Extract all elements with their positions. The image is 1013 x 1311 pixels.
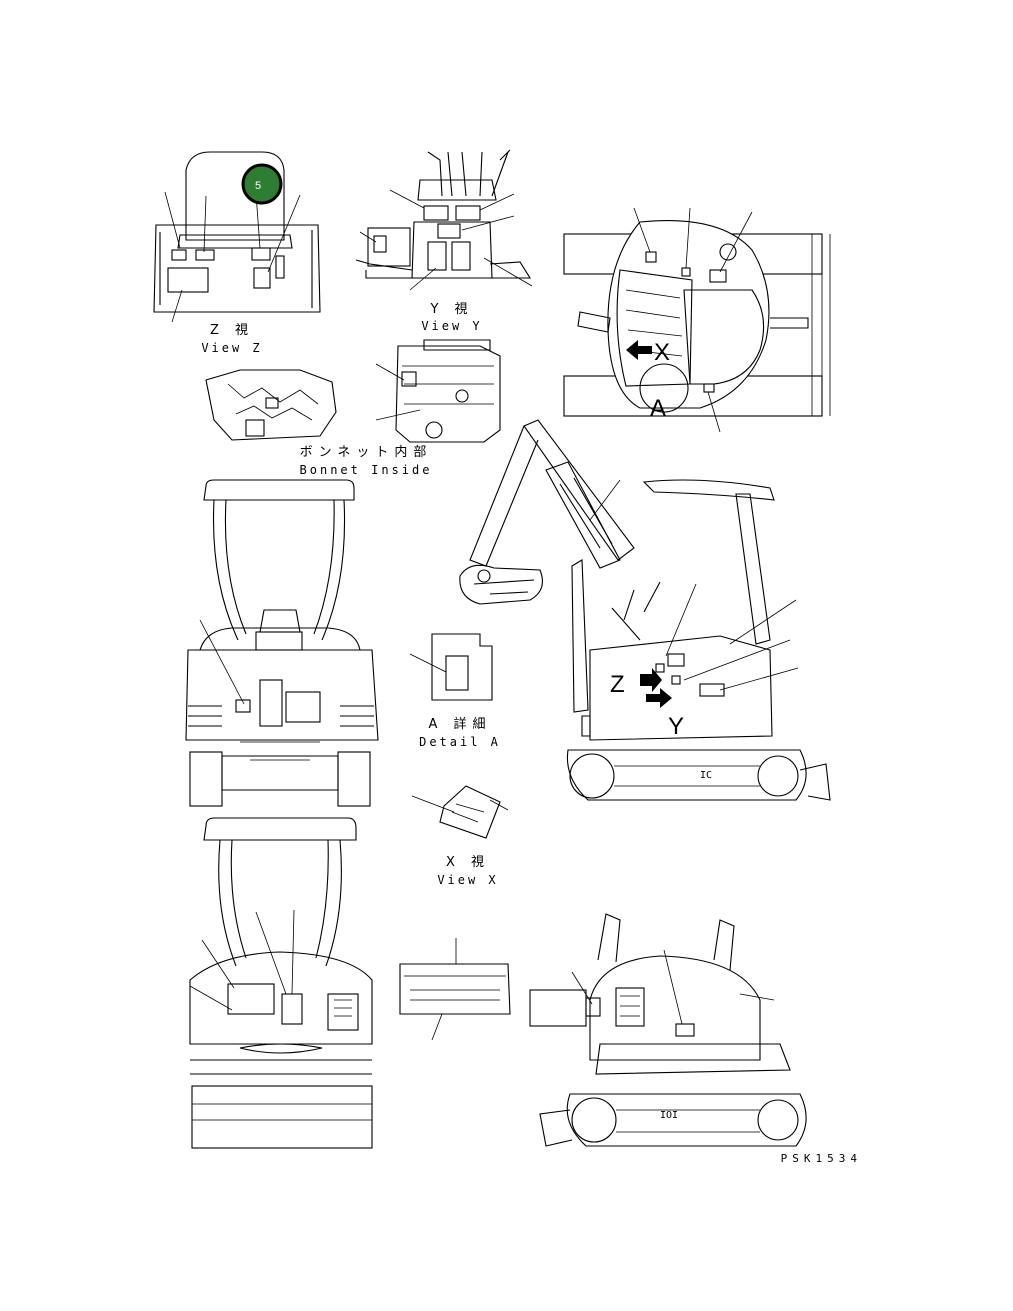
bonnet-inside-drawing: [205, 339, 501, 443]
rear-view-drawing: [189, 817, 373, 1149]
arrow-y-label: Y: [668, 713, 684, 740]
drawing-code: PSK1534: [781, 1152, 862, 1165]
callout-circle: [241, 163, 283, 205]
decal-drawing: [399, 938, 511, 1041]
track-mark-rear: IOI: [660, 1110, 678, 1121]
rear-side-view-drawing: IOI: [529, 913, 807, 1147]
view-y-label-en: View Y: [421, 319, 482, 333]
view-z-drawing: 5: [153, 151, 321, 323]
view-x-label-jp: X 視: [446, 855, 490, 870]
view-z-label-jp: Z 視: [210, 323, 254, 338]
view-y-drawing: [355, 149, 533, 291]
arrow-z-label: Z: [610, 671, 625, 698]
side-view-drawing: IC: [459, 419, 831, 801]
bonnet-label-en: Bonnet Inside: [300, 463, 433, 477]
top-view-drawing: [563, 207, 831, 433]
detail-a-drawing: [409, 633, 493, 701]
bonnet-label-jp: ボンネット内部: [300, 444, 433, 460]
view-x-drawing: [411, 785, 509, 839]
detail-a-label-jp: A 詳細: [428, 716, 491, 732]
detail-a-label-en: Detail A: [419, 735, 501, 749]
callout-number: 5: [255, 180, 261, 192]
arrow-a-label: A: [650, 395, 666, 422]
front-view-drawing: [185, 479, 379, 807]
view-z-label-en: View Z: [201, 341, 262, 355]
view-y-label-jp: Y 視: [429, 302, 473, 317]
arrow-x-label: X: [654, 339, 670, 366]
track-mark-side: IC: [700, 770, 712, 781]
view-x-label-en: View X: [437, 873, 498, 887]
